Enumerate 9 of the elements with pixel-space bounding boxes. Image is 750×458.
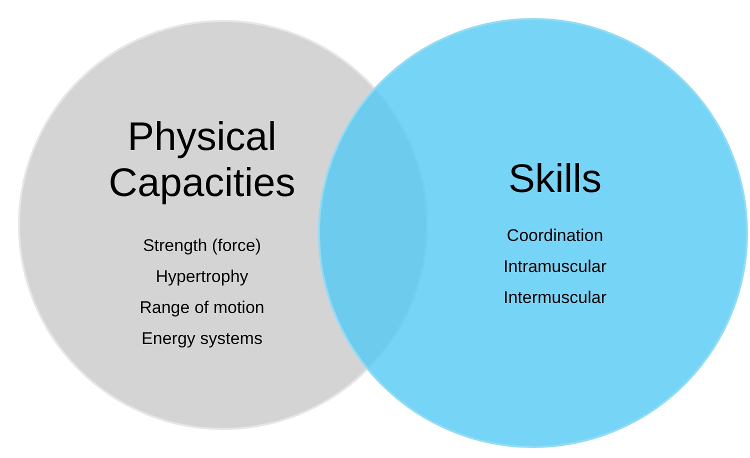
list-item-text: Range of motion [140, 298, 264, 318]
list-item-text: Coordination [506, 226, 604, 246]
list-item-text: Intermuscular [504, 288, 606, 308]
circle-heading: Skills [507, 156, 603, 202]
list-item-text: Intramuscular [504, 257, 606, 277]
list-item-text: Energy systems [142, 329, 262, 349]
list-item-text: Hypertrophy [156, 267, 248, 287]
list-item-text: Strength (force) [142, 236, 262, 256]
circle-heading: Physical Capacities [108, 114, 296, 206]
